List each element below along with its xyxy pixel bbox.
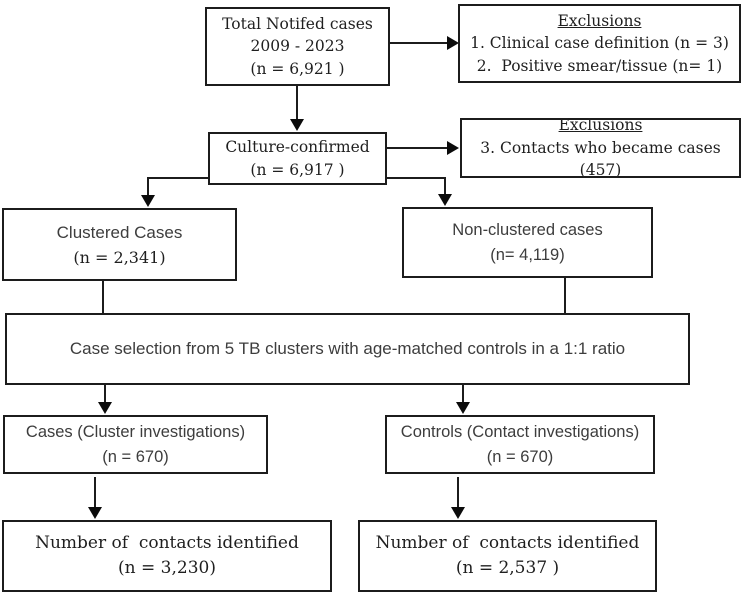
box-clustered-cases: Clustered Cases (n = 2,341) <box>2 208 237 281</box>
box-selection-line1: Case selection from 5 TB clusters with a… <box>69 339 626 359</box>
box-total-line1: Total Notifed cases <box>222 14 373 33</box>
box-culture-line2: (n = 6,917 ) <box>250 160 345 179</box>
exclusions-mid-title: Exclusions <box>558 116 643 135</box>
box-total-notified-cases: Total Notifed cases 2009 - 2023 (n = 6,9… <box>205 7 390 86</box>
box-contacts-l-line1: Number of contacts identified <box>35 533 299 554</box>
box-controls-contact-investigations: Controls (Contact investigations) (n = 6… <box>385 415 655 474</box>
box-contacts-identified-cases: Number of contacts identified (n = 3,230… <box>2 520 332 592</box>
box-cases-line1: Cases (Cluster investigations) <box>25 422 246 441</box>
box-clustered-line1: Clustered Cases <box>56 223 183 243</box>
box-cases-cluster-investigations: Cases (Cluster investigations) (n = 670) <box>3 415 268 474</box>
box-nonclustered-cases: Non-clustered cases (n= 4,119) <box>402 207 653 278</box>
box-contacts-r-line2: (n = 2,537 ) <box>455 558 560 578</box>
arrow-controls-to-contacts <box>451 477 465 519</box>
box-total-line2: 2009 - 2023 <box>250 37 345 56</box>
arrow-cases-to-contacts <box>88 477 102 519</box>
box-exclusions-top: Exclusions 1. Clinical case definition (… <box>458 4 741 83</box>
arrow-culture-to-clustered <box>141 177 208 207</box>
box-contacts-identified-controls: Number of contacts identified (n = 2,537… <box>358 520 657 592</box>
exclusions-top-item2: 2. Positive smear/tissue (n= 1) <box>476 56 723 75</box>
box-contacts-l-line2: (n = 3,230) <box>118 558 216 578</box>
arrow-culture-to-exclusions-mid <box>387 141 459 155</box>
box-nonclustered-line2: (n= 4,119) <box>490 245 565 264</box>
box-exclusions-mid: Exclusions 3. Contacts who became cases … <box>460 116 741 179</box>
box-culture-confirmed: Culture-confirmed (n = 6,917 ) <box>208 132 387 185</box>
arrow-total-to-culture <box>290 86 304 131</box>
arrow-culture-to-nonclustered <box>387 177 452 206</box>
box-controls-line1: Controls (Contact investigations) <box>400 422 640 441</box>
box-contacts-r-line1: Number of contacts identified <box>375 533 640 554</box>
arrow-total-to-exclusions-top <box>390 36 459 50</box>
box-total-line3: (n = 6,921 ) <box>250 59 345 78</box>
box-case-selection: Case selection from 5 TB clusters with a… <box>5 313 690 385</box>
exclusions-mid-item1: 3. Contacts who became cases (457) <box>480 138 726 180</box>
arrow-selection-to-controls <box>456 385 470 414</box>
box-clustered-line2: (n = 2,341) <box>73 247 166 267</box>
arrow-selection-to-cases <box>98 385 112 414</box>
exclusions-top-item1: 1. Clinical case definition (n = 3) <box>470 34 729 53</box>
box-cases-line2: (n = 670) <box>102 447 169 466</box>
exclusions-top-title: Exclusions <box>557 11 642 30</box>
box-culture-line1: Culture-confirmed <box>225 138 370 157</box>
box-controls-line2: (n = 670) <box>486 447 554 466</box>
box-nonclustered-line1: Non-clustered cases <box>452 220 603 239</box>
